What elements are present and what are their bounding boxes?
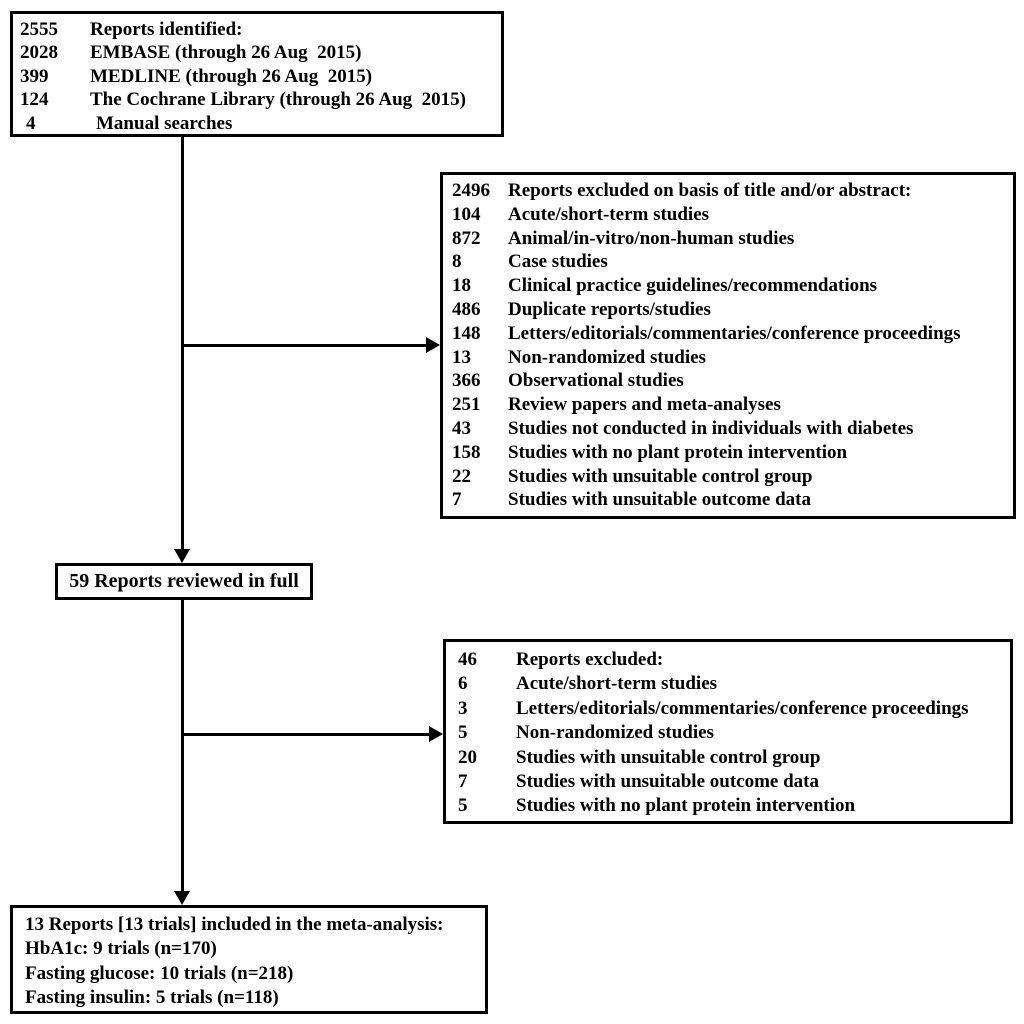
flow-row: 2496 Reports excluded on basis of title … xyxy=(452,179,1005,203)
included-line: Fasting glucose: 10 trials (n=218) xyxy=(25,962,294,984)
row-count: 8 xyxy=(452,251,462,273)
included-line: Fasting insulin: 5 trials (n=118) xyxy=(25,987,279,1009)
excluded-title-abstract-box: 2496 Reports excluded on basis of title … xyxy=(440,172,1016,519)
row-count: 366 xyxy=(452,370,481,392)
row-label: Letters/editorials/commentaries/conferen… xyxy=(508,322,961,344)
flow-row: 872 Animal/in-vitro/non-human studies xyxy=(452,227,1005,251)
reports-identified-box: 2555 Reports identified: 2028 EMBASE (th… xyxy=(10,11,504,137)
row-label: MEDLINE (through 26 Aug 2015) xyxy=(90,65,373,87)
row-count: 124 xyxy=(20,89,49,111)
flow-row: 148 Letters/editorials/commentaries/conf… xyxy=(452,322,1005,346)
row-label: Reports excluded on basis of title and/o… xyxy=(508,180,912,201)
row-label: Studies with unsuitable control group xyxy=(508,465,813,487)
row-label: Studies not conducted in individuals wit… xyxy=(508,417,914,439)
row-label: Observational studies xyxy=(508,370,684,392)
flow-row: 6 Acute/short-term studies xyxy=(458,672,1002,696)
flow-row: 7 Studies with unsuitable outcome data xyxy=(458,770,1002,794)
row-count: 20 xyxy=(458,746,477,768)
row-label: Non-randomized studies xyxy=(508,346,706,368)
row-count: 2496 xyxy=(452,180,490,201)
row-count: 2028 xyxy=(20,42,58,64)
connector-to-excluded-title-abstract-line xyxy=(182,344,428,347)
flow-row: 20 Studies with unsuitable control group xyxy=(458,746,1002,770)
flow-row: 2555 Reports identified: xyxy=(20,18,493,41)
reviewed-in-full-label: 59 Reports reviewed in full xyxy=(69,570,299,592)
flow-row: 124 The Cochrane Library (through 26 Aug… xyxy=(20,88,493,111)
row-label: Case studies xyxy=(508,251,608,273)
row-count: 7 xyxy=(452,489,462,511)
connector-to-excluded-full-review-line xyxy=(182,733,430,736)
arrowhead-down-icon xyxy=(174,549,190,563)
row-label: EMBASE (through 26 Aug 2015) xyxy=(90,42,362,64)
row-count: 13 xyxy=(452,346,471,368)
row-count: 399 xyxy=(20,65,49,87)
row-count: 43 xyxy=(452,417,471,439)
flow-row: 8 Case studies xyxy=(452,250,1005,274)
flow-row: 366 Observational studies xyxy=(452,369,1005,393)
row-count: 22 xyxy=(452,465,471,487)
row-count: 251 xyxy=(452,394,481,416)
row-label: Reports excluded: xyxy=(516,649,664,670)
arrowhead-right-icon xyxy=(426,337,440,353)
row-count: 5 xyxy=(458,795,468,817)
row-label: Studies with unsuitable outcome data xyxy=(516,771,819,793)
row-count: 7 xyxy=(458,771,468,793)
row-label: Manual searches xyxy=(96,112,233,134)
flow-row: 104 Acute/short-term studies xyxy=(452,203,1005,227)
flow-row: 399 MEDLINE (through 26 Aug 2015) xyxy=(20,65,493,88)
row-label: Non-randomized studies xyxy=(516,722,714,744)
row-count: 158 xyxy=(452,441,481,463)
row-label: Letters/editorials/commentaries/conferen… xyxy=(516,697,969,719)
included-meta-analysis-box: 13 Reports [13 trials] included in the m… xyxy=(10,905,488,1014)
row-label: Review papers and meta-analyses xyxy=(508,394,781,416)
flow-row: 4 Manual searches xyxy=(20,112,493,135)
row-count: 2555 xyxy=(20,19,58,40)
flow-row: 22 Studies with unsuitable control group xyxy=(452,465,1005,489)
row-label: Animal/in-vitro/non-human studies xyxy=(508,227,795,249)
flow-row: 158 Studies with no plant protein interv… xyxy=(452,441,1005,465)
arrowhead-right-icon xyxy=(429,726,443,742)
flow-row: 46 Reports excluded: xyxy=(458,648,1002,672)
flow-row: 5 Studies with no plant protein interven… xyxy=(458,794,1002,818)
row-count: 872 xyxy=(452,227,481,249)
row-label: Duplicate reports/studies xyxy=(508,298,711,320)
row-count: 5 xyxy=(458,722,468,744)
flow-row: 13 Non-randomized studies xyxy=(452,346,1005,370)
row-count: 4 xyxy=(26,112,36,134)
row-label: Studies with no plant protein interventi… xyxy=(508,441,848,463)
reviewed-in-full-box: 59 Reports reviewed in full xyxy=(55,563,313,600)
row-count: 3 xyxy=(458,697,468,719)
row-label: Studies with unsuitable outcome data xyxy=(508,489,811,511)
flow-row: 3 Letters/editorials/commentaries/confer… xyxy=(458,697,1002,721)
row-label: Reports identified: xyxy=(90,19,243,40)
included-line: 13 Reports [13 trials] included in the m… xyxy=(25,914,444,935)
included-line: HbA1c: 9 trials (n=170) xyxy=(25,938,217,960)
excluded-full-review-box: 46 Reports excluded: 6 Acute/short-term … xyxy=(443,639,1013,824)
connector-reviewed-to-included-line xyxy=(181,599,184,892)
flow-row: 5 Non-randomized studies xyxy=(458,721,1002,745)
flow-row: 2028 EMBASE (through 26 Aug 2015) xyxy=(20,41,493,64)
flow-row: 43 Studies not conducted in individuals … xyxy=(452,417,1005,441)
row-label: Studies with unsuitable control group xyxy=(516,746,821,768)
connector-identified-to-reviewed-line xyxy=(181,136,184,549)
flow-row: 7 Studies with unsuitable outcome data xyxy=(452,488,1005,512)
row-count: 486 xyxy=(452,298,481,320)
row-label: Studies with no plant protein interventi… xyxy=(516,795,856,817)
row-count: 148 xyxy=(452,322,481,344)
arrowhead-down-icon xyxy=(174,891,190,905)
row-label: Clinical practice guidelines/recommendat… xyxy=(508,275,878,297)
row-label: Acute/short-term studies xyxy=(508,203,710,225)
row-count: 104 xyxy=(452,203,481,225)
row-label: The Cochrane Library (through 26 Aug 201… xyxy=(90,89,466,111)
row-count: 6 xyxy=(458,673,468,695)
row-label: Acute/short-term studies xyxy=(516,673,718,695)
row-count: 18 xyxy=(452,275,471,297)
row-count: 46 xyxy=(458,649,477,670)
flow-row: 251 Review papers and meta-analyses xyxy=(452,393,1005,417)
flow-row: 486 Duplicate reports/studies xyxy=(452,298,1005,322)
flow-row: 18 Clinical practice guidelines/recommen… xyxy=(452,274,1005,298)
